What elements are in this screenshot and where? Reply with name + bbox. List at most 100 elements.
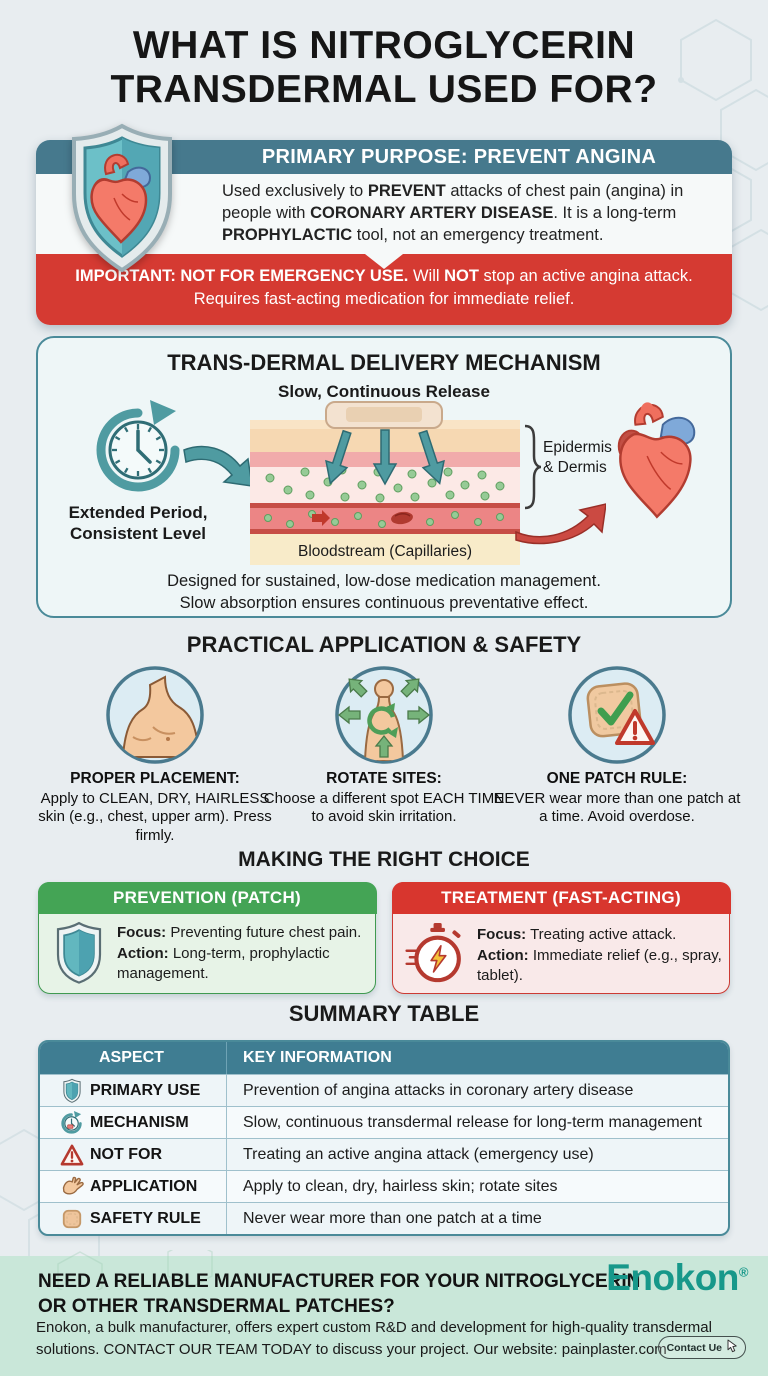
absorption-arrow-icon bbox=[182, 438, 258, 499]
clock-caption-line2: Consistent Level bbox=[69, 524, 207, 544]
shield-heart-icon bbox=[58, 120, 186, 278]
one-patch-rule-text: ONE PATCH RULE: NEVER wear more than one… bbox=[492, 769, 742, 827]
registered-mark: ® bbox=[738, 1264, 749, 1280]
prevention-text: Focus: Preventing future chest pain. Act… bbox=[117, 923, 369, 985]
purpose-text-bold: PREVENT bbox=[367, 182, 446, 200]
delivery-mechanism-section: TRANS-DERMAL DELIVERY MECHANISM Slow, Co… bbox=[36, 336, 732, 618]
primary-purpose-card: PRIMARY PURPOSE: PREVENT ANGINA Used exc… bbox=[36, 123, 732, 325]
warning-text-bold: IMPORTANT: NOT FOR EMERGENCY USE. bbox=[75, 267, 409, 285]
contact-us-button[interactable]: Contact Ue bbox=[657, 1336, 746, 1359]
shield-icon bbox=[54, 1075, 90, 1106]
info-cell: Never wear more than one patch at a time bbox=[226, 1203, 728, 1234]
treatment-header: TREATMENT (FAST-ACTING) bbox=[391, 881, 731, 914]
aspect-cell: PRIMARY USE bbox=[90, 1081, 201, 1099]
focus-text: Treating active attack. bbox=[526, 925, 677, 943]
emergency-warning-banner: IMPORTANT: NOT FOR EMERGENCY USE. Will N… bbox=[36, 254, 732, 325]
action-label: Action: bbox=[117, 944, 169, 962]
mechanism-note: Designed for sustained, low-dose medicat… bbox=[38, 570, 730, 615]
purpose-text: tool, not an emergency treatment. bbox=[352, 225, 604, 244]
warning-text: Will bbox=[408, 267, 445, 285]
contact-us-label: Contact Ue bbox=[666, 1341, 722, 1354]
summary-section-title: SUMMARY TABLE bbox=[288, 1001, 480, 1026]
bloodflow-arrow-icon bbox=[514, 496, 607, 551]
one-patch-rule-heading: ONE PATCH RULE: bbox=[546, 770, 688, 787]
table-row: MECHANISM Slow, continuous transdermal r… bbox=[40, 1106, 728, 1138]
aspect-cell: APPLICATION bbox=[90, 1177, 198, 1195]
skin-cross-section-diagram: Bloodstream (Capillaries) bbox=[250, 400, 520, 570]
aspect-column-header: ASPECT bbox=[99, 1049, 164, 1066]
rotate-sites-heading: ROTATE SITES: bbox=[326, 770, 442, 787]
page-title-line2: TRANSDERMAL USED FOR? bbox=[110, 68, 658, 112]
table-row: PRIMARY USE Prevention of angina attacks… bbox=[40, 1074, 728, 1106]
bloodstream-label: Bloodstream (Capillaries) bbox=[298, 543, 472, 560]
table-row: NOT FOR Treating an active angina attack… bbox=[40, 1138, 728, 1170]
footer-heading-line2: OR OTHER TRANSDERMAL PATCHES? bbox=[38, 1296, 395, 1318]
clock-caption: Extended Period, Consistent Level bbox=[38, 502, 238, 545]
warning-text-bold: NOT bbox=[444, 267, 479, 285]
treatment-card: TREATMENT (FAST-ACTING) Focus: Treating … bbox=[391, 881, 731, 994]
footer-body: Enokon, a bulk manufacturer, offers expe… bbox=[36, 1317, 712, 1361]
rotate-sites-body: Choose a different spot EACH TIME to avo… bbox=[263, 789, 505, 826]
stopwatch-icon bbox=[405, 919, 467, 994]
focus-label: Focus: bbox=[477, 925, 527, 943]
aspect-cell: SAFETY RULE bbox=[90, 1209, 201, 1227]
rotate-sites-text: ROTATE SITES: Choose a different spot EA… bbox=[259, 769, 509, 827]
footer-heading: NEED A RELIABLE MANUFACTURER FOR YOUR NI… bbox=[38, 1269, 640, 1320]
prevention-header: PREVENTION (PATCH) bbox=[37, 881, 377, 914]
shield-icon bbox=[51, 919, 107, 990]
cursor-pointer-icon bbox=[725, 1339, 737, 1356]
footer-body-line2: solutions. CONTACT OUR TEAM TODAY to dis… bbox=[36, 1340, 667, 1358]
treatment-text: Focus: Treating active attack. Action: I… bbox=[477, 925, 723, 987]
patch-icon bbox=[54, 1203, 90, 1234]
table-row: APPLICATION Apply to clean, dry, hairles… bbox=[40, 1170, 728, 1202]
table-row: SAFETY RULE Never wear more than one pat… bbox=[40, 1202, 728, 1234]
prevention-card: PREVENTION (PATCH) Focus: Preventing fut… bbox=[37, 881, 377, 994]
proper-placement-body: Apply to CLEAN, DRY, HAIRLESS skin (e.g.… bbox=[38, 789, 272, 845]
proper-placement-text: PROPER PLACEMENT: Apply to CLEAN, DRY, H… bbox=[30, 769, 280, 846]
layer-bracket bbox=[522, 424, 544, 517]
enokon-logo: Enokon® bbox=[606, 1257, 748, 1299]
page-title: WHAT IS NITROGLYCERIN TRANSDERMAL USED F… bbox=[0, 24, 768, 113]
key-information-column-header: KEY INFORMATION bbox=[226, 1042, 728, 1074]
action-text: Long-term, prophylactic management. bbox=[117, 944, 330, 983]
dermis-label: & Dermis bbox=[543, 459, 607, 477]
aspect-cell: NOT FOR bbox=[90, 1145, 162, 1163]
action-label: Action: bbox=[477, 946, 529, 964]
clock-cycle-icon bbox=[92, 398, 188, 503]
mechanism-title: TRANS-DERMAL DELIVERY MECHANISM bbox=[167, 350, 601, 375]
aspect-cell: MECHANISM bbox=[90, 1113, 189, 1131]
footer-body-line1: Enokon, a bulk manufacturer, offers expe… bbox=[36, 1319, 712, 1336]
rotate-sites-icon bbox=[334, 665, 434, 765]
epidermis-dermis-label: Epidermis & Dermis bbox=[543, 438, 612, 478]
footer-banner: NEED A RELIABLE MANUFACTURER FOR YOUR NI… bbox=[0, 1250, 768, 1376]
info-cell: Treating an active angina attack (emerge… bbox=[226, 1139, 728, 1170]
purpose-text-bold: CORONARY ARTERY DISEASE bbox=[310, 203, 554, 222]
epidermis-label: Epidermis bbox=[543, 439, 612, 456]
footer-heading-line1: NEED A RELIABLE MANUFACTURER FOR YOUR NI… bbox=[38, 1271, 641, 1292]
table-header-row: ASPECT KEY INFORMATION bbox=[40, 1042, 728, 1074]
purpose-text-bold: PROPHYLACTIC bbox=[222, 225, 353, 244]
heart-illustration bbox=[606, 394, 704, 529]
focus-label: Focus: bbox=[117, 923, 167, 941]
warning-text: stop an active angina attack. Requires f… bbox=[193, 267, 693, 309]
clock-cycle-icon bbox=[54, 1107, 90, 1138]
warning-notch bbox=[365, 254, 403, 269]
warning-triangle-icon bbox=[54, 1139, 90, 1170]
purpose-text: attacks of chest pain (angina) in people… bbox=[222, 182, 684, 222]
choice-section-title: MAKING THE RIGHT CHOICE bbox=[238, 848, 530, 871]
mechanism-subtitle: Slow, Continuous Release bbox=[278, 382, 490, 401]
info-cell: Prevention of angina attacks in coronary… bbox=[226, 1075, 728, 1106]
focus-text: Preventing future chest pain. bbox=[166, 923, 362, 941]
enokon-logo-text: Enokon bbox=[606, 1257, 739, 1298]
mechanism-note-line2: Slow absorption ensures continuous preve… bbox=[179, 594, 589, 613]
patch-check-warning-icon bbox=[567, 665, 667, 765]
page-title-line1: WHAT IS NITROGLYCERIN bbox=[132, 24, 636, 67]
clock-caption-line1: Extended Period, bbox=[68, 503, 208, 522]
mechanism-note-line1: Designed for sustained, low-dose medicat… bbox=[167, 572, 601, 590]
action-text: Immediate relief (e.g., spray, tablet). bbox=[477, 946, 722, 985]
proper-placement-heading: PROPER PLACEMENT: bbox=[70, 770, 240, 787]
summary-table: ASPECT KEY INFORMATION PRIMARY USE Preve… bbox=[38, 1040, 730, 1236]
purpose-text: . It is a long-term bbox=[553, 203, 677, 222]
torso-icon bbox=[105, 665, 205, 765]
